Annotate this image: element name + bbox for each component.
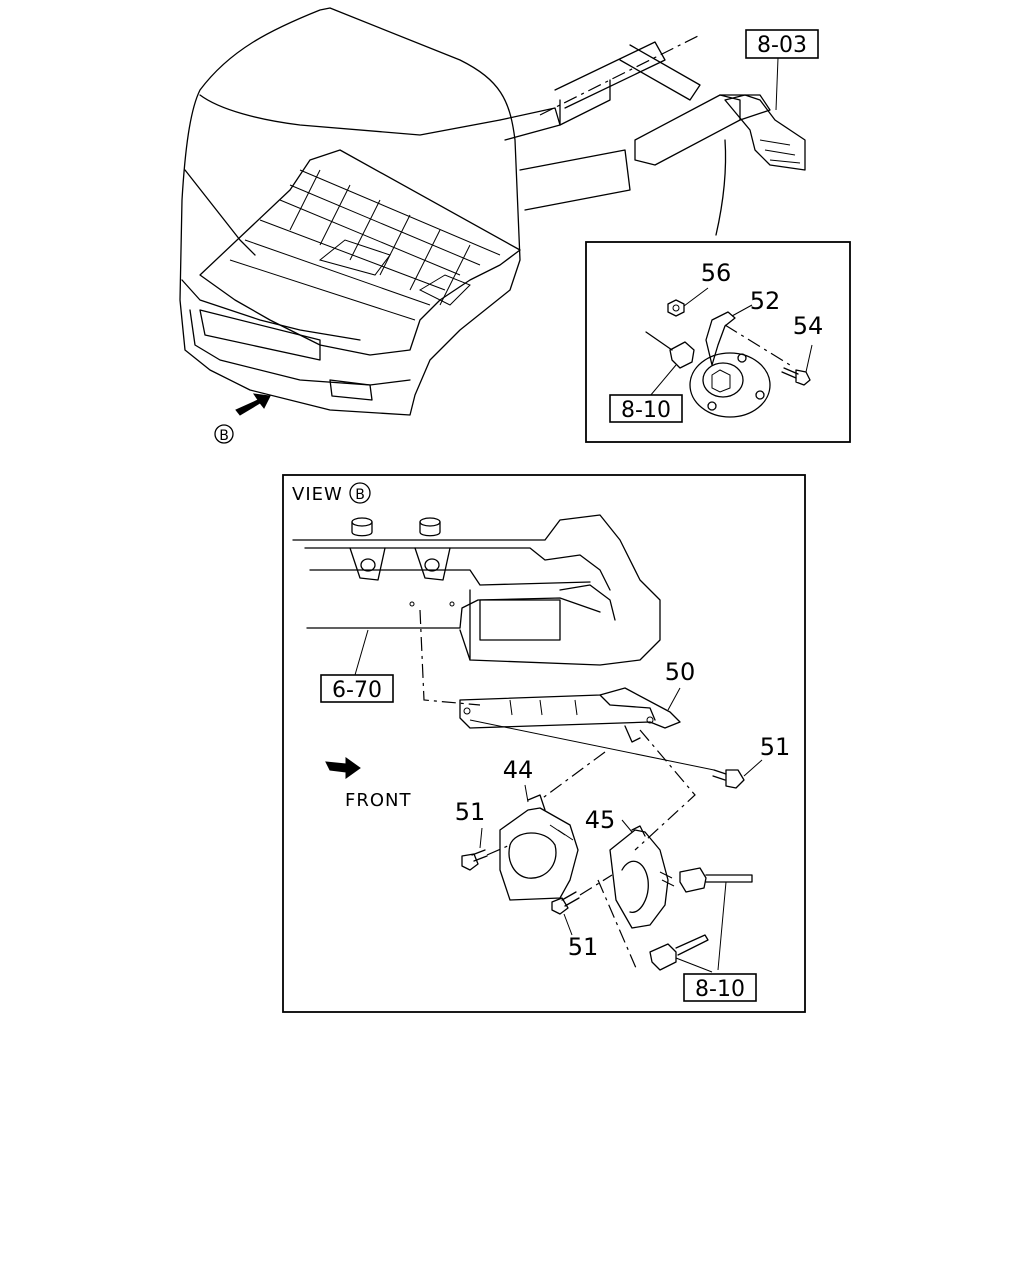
bolt-51-left: [461, 827, 511, 871]
nut-56-shape: [667, 299, 685, 317]
bracket-52-shape: [705, 311, 736, 366]
horn-44-illustration: [499, 784, 579, 901]
horn-45-illustration: [609, 819, 675, 929]
inset-detail: [585, 241, 851, 443]
ref-box-8-10-bottom: 8-10: [683, 973, 757, 1002]
ref-box-8-10-top: 8-10: [609, 394, 683, 423]
front-label: FRONT: [345, 790, 412, 811]
ref-box-8-03: 8-03: [745, 29, 819, 111]
view-arrow-b: B: [214, 393, 271, 444]
ref-label-8-10-top: 8-10: [621, 398, 671, 423]
ref-label-6-70: 6-70: [332, 678, 382, 703]
connectors-8-10: [597, 867, 753, 973]
arrow-marker-label: B: [219, 428, 229, 444]
part-number-51-bottom: 51: [568, 933, 599, 961]
ref-label-8-03: 8-03: [757, 33, 807, 58]
horn-shape: [689, 352, 771, 418]
bracket-50-illustration: [459, 687, 696, 851]
view-marker-circle: [214, 424, 234, 444]
part-number-56: 56: [701, 259, 732, 287]
part-number-52: 52: [750, 287, 781, 315]
view-b-panel: VIEW B: [282, 474, 806, 1013]
view-marker-label: B: [355, 487, 365, 503]
part-number-51-right: 51: [760, 733, 791, 761]
ref-label-8-10-bottom: 8-10: [695, 977, 745, 1002]
view-label: VIEW: [292, 484, 343, 505]
part-number-45: 45: [585, 806, 616, 834]
bolt-51-right: [469, 719, 763, 789]
cab-chassis-illustration: [179, 7, 806, 416]
part-number-54: 54: [793, 312, 824, 340]
connector-shape: [669, 341, 695, 369]
part-number-50: 50: [665, 658, 696, 686]
front-arrow: [325, 757, 361, 779]
ref-box-6-70: 6-70: [320, 674, 394, 703]
view-b-circle: [349, 482, 371, 504]
part-number-51-left: 51: [455, 798, 486, 826]
part-number-44: 44: [503, 756, 534, 784]
frame-rail-illustration: [292, 514, 661, 706]
bolt-51-bottom: [551, 874, 613, 936]
